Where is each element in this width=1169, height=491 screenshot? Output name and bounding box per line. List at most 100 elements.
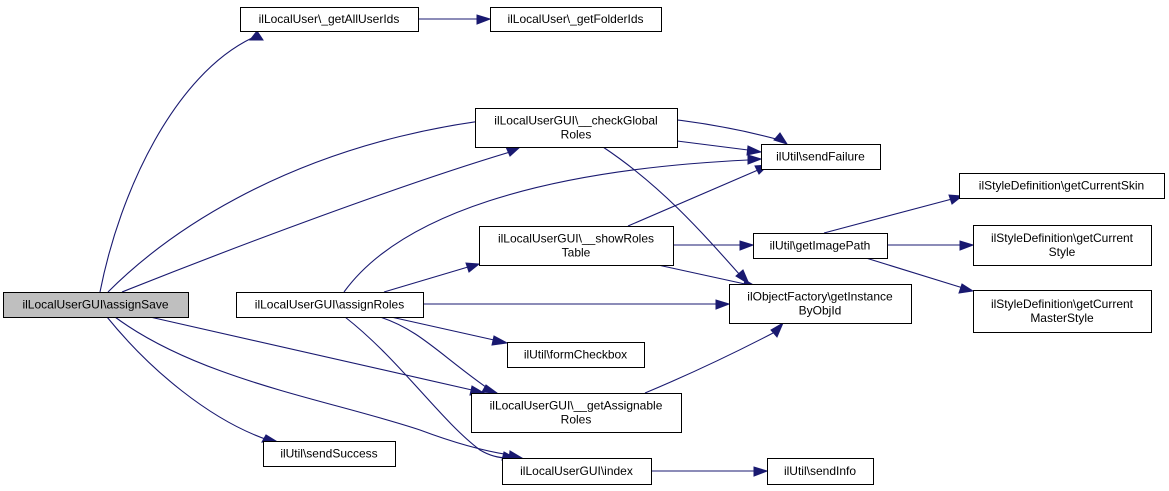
edge-assignSave-to-getAssignableRoles <box>149 316 486 396</box>
edge-assignRoles-to-getAssignableRoles <box>379 316 499 394</box>
arrowhead-icon <box>948 194 964 205</box>
node-label: ilUtil\sendSuccess <box>280 447 377 461</box>
node-label: ilObjectFactory\getInstance <box>747 290 893 304</box>
edge-assignSave-to-sendSuccess <box>106 316 278 443</box>
node-box <box>236 292 424 318</box>
arrowhead-icon <box>261 434 278 443</box>
node-sendInfo[interactable]: ilUtil\sendInfo <box>767 458 874 485</box>
edge-getImagePath-to-getCurrentStyle <box>887 240 975 251</box>
edges-layer <box>99 14 975 477</box>
node-getFolderIds[interactable]: ilLocalUser\_getFolderIds <box>490 7 662 32</box>
node-label: Style <box>1049 245 1076 259</box>
edge-line <box>823 198 953 234</box>
arrowhead-icon <box>959 240 975 251</box>
edge-line <box>390 316 495 341</box>
node-box <box>729 284 912 324</box>
node-assignSave[interactable]: ilLocalUserGUI\assignSave <box>3 292 189 318</box>
node-box <box>263 441 396 467</box>
node-label: Table <box>562 246 591 260</box>
node-label: ilUtil\getImagePath <box>770 239 871 253</box>
node-box <box>507 342 645 368</box>
node-label: ilLocalUserGUI\assignSave <box>22 298 168 312</box>
edge-line <box>344 316 509 459</box>
edge-showRolesTable-to-sendFailure <box>627 164 770 227</box>
arrowhead-icon <box>753 466 769 477</box>
arrowhead-icon <box>476 14 492 25</box>
node-getAllUserIds[interactable]: ilLocalUser\_getAllUserIds <box>240 7 419 32</box>
node-formCheckbox[interactable]: ilUtil\formCheckbox <box>507 342 645 368</box>
node-box <box>753 233 888 259</box>
node-box <box>479 226 674 266</box>
arrowhead-icon <box>715 299 731 310</box>
edge-getAllUserIds-to-getFolderIds <box>418 14 492 25</box>
node-label: Roles <box>561 128 592 142</box>
node-label: ilLocalUserGUI\assignRoles <box>255 298 404 312</box>
node-getCurrentSkin[interactable]: ilStyleDefinition\getCurrentSkin <box>959 173 1165 199</box>
node-label: MasterStyle <box>1030 311 1094 325</box>
arrowhead-icon <box>491 335 509 346</box>
edge-line <box>343 159 749 293</box>
edge-assignSave-to-index <box>114 316 524 461</box>
edge-line <box>106 316 269 441</box>
node-box <box>959 173 1165 199</box>
node-sendSuccess[interactable]: ilUtil\sendSuccess <box>263 441 396 467</box>
node-assignRoles[interactable]: ilLocalUserGUI\assignRoles <box>236 292 424 318</box>
edge-assignRoles-to-getInstanceByObjId <box>423 299 731 310</box>
node-label: ilStyleDefinition\getCurrent <box>991 297 1134 311</box>
arrowhead-icon <box>958 283 975 294</box>
node-sendFailure[interactable]: ilUtil\sendFailure <box>761 144 881 170</box>
edge-line <box>383 266 469 293</box>
node-label: ilStyleDefinition\getCurrent <box>991 231 1134 245</box>
node-label: ilUtil\formCheckbox <box>524 348 627 362</box>
node-box <box>240 7 419 32</box>
edge-line <box>627 169 759 227</box>
arrowhead-icon <box>739 240 755 251</box>
node-box <box>3 292 189 318</box>
edge-index-to-sendInfo <box>651 466 769 477</box>
edge-showRolesTable-to-getImagePath <box>673 240 755 251</box>
arrowhead-icon <box>481 384 499 394</box>
arrowhead-icon <box>747 154 763 165</box>
edge-line <box>602 146 741 276</box>
edge-line <box>99 37 253 293</box>
node-index[interactable]: ilLocalUserGUI\index <box>502 458 652 485</box>
edge-getImagePath-to-getCurrentSkin <box>823 194 964 234</box>
arrowhead-icon <box>773 132 789 145</box>
edge-assignSave-to-getAllUserIds <box>99 30 264 293</box>
edge-line <box>657 264 746 285</box>
node-label: ilStyleDefinition\getCurrentSkin <box>979 179 1144 193</box>
edge-line <box>676 140 749 151</box>
arrowhead-icon <box>505 146 522 157</box>
edge-assignSave-to-checkGlobalRoles <box>121 146 522 293</box>
node-box <box>767 458 874 485</box>
node-box <box>973 225 1152 266</box>
node-label: ilLocalUser\_getFolderIds <box>507 12 643 26</box>
node-box <box>475 108 678 148</box>
node-label: Roles <box>561 413 592 427</box>
nodes-layer: ilLocalUserGUI\assignSave ilLocalUser\_ge… <box>3 7 1165 485</box>
edge-assignRoles-to-formCheckbox <box>390 316 509 346</box>
node-label: ilLocalUserGUI\index <box>520 464 633 478</box>
edge-line <box>149 316 473 391</box>
edge-assignRoles-to-showRolesTable <box>383 262 481 293</box>
node-label: ilUtil\sendInfo <box>784 464 856 478</box>
node-label: ByObjId <box>799 304 842 318</box>
edge-checkGlobalRoles-to-sendFailure <box>676 140 763 156</box>
edge-getImagePath-to-getCurrentMasterStyle <box>865 257 975 294</box>
node-label: ilLocalUserGUI\__getAssignable <box>490 399 663 413</box>
arrowhead-icon <box>248 30 264 41</box>
edge-assignSave-to-sendFailure <box>107 113 789 293</box>
node-label: ilLocalUser\_getAllUserIds <box>259 12 400 26</box>
node-box <box>973 290 1152 333</box>
node-getImagePath[interactable]: ilUtil\getImagePath <box>753 233 888 259</box>
edge-assignRoles-to-sendFailure <box>343 154 763 293</box>
edge-line <box>379 316 491 391</box>
edge-line <box>121 151 511 293</box>
